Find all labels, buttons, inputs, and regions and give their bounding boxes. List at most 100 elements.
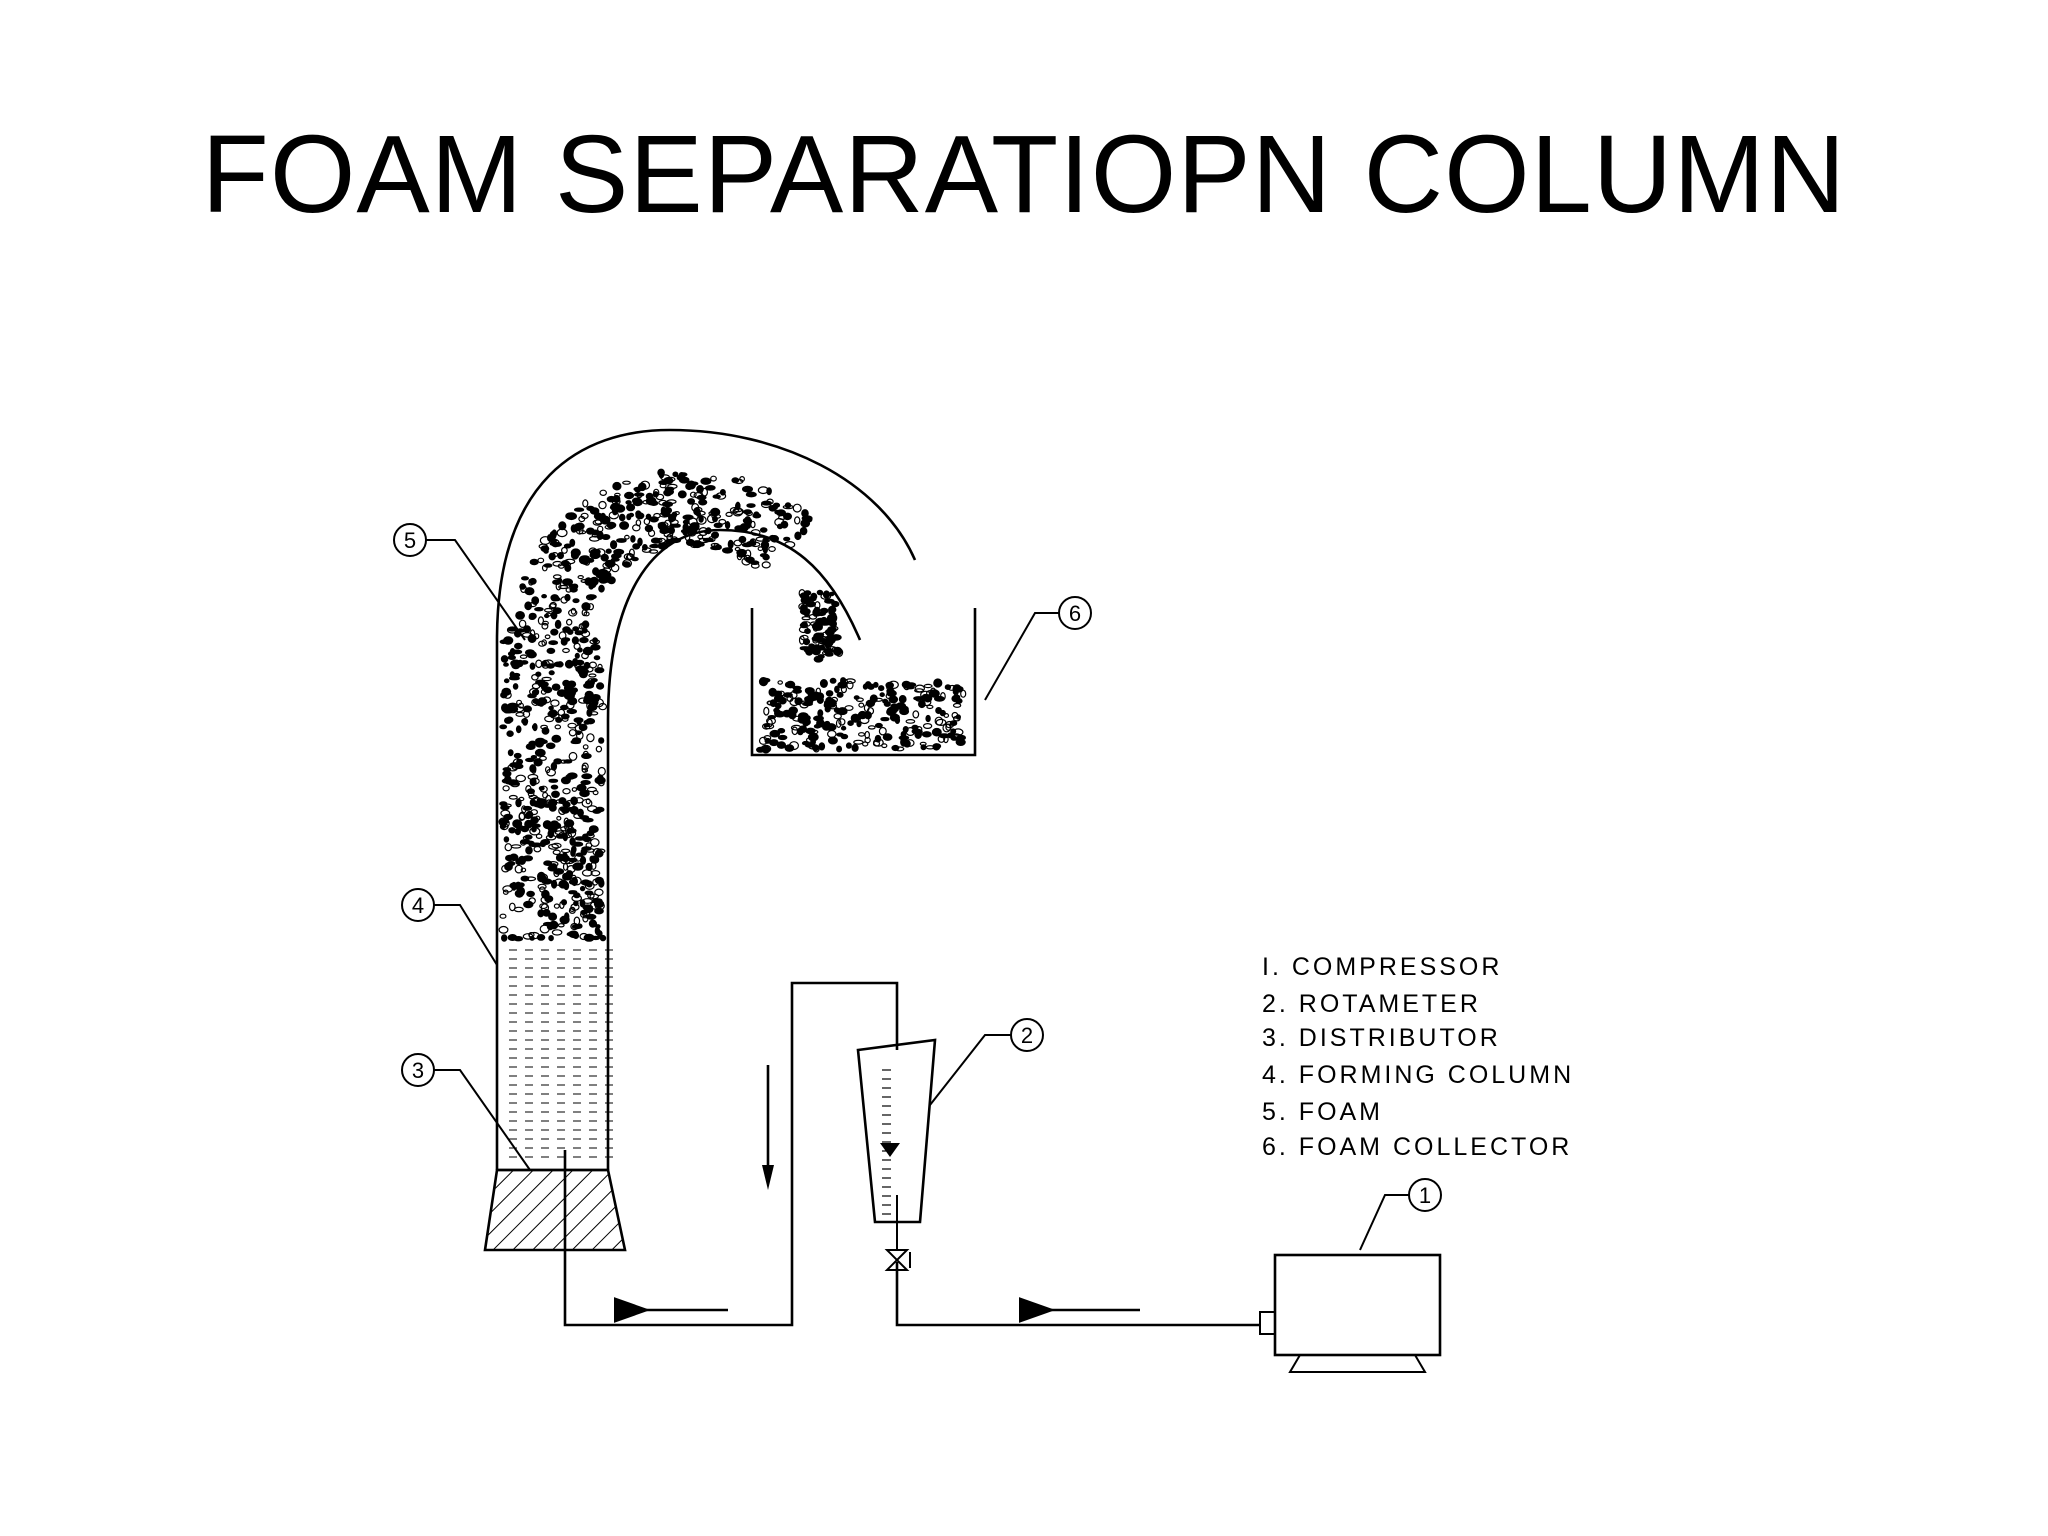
foam-bubble <box>531 596 540 605</box>
foam-bubble <box>769 699 778 707</box>
foam-bubble <box>586 786 597 793</box>
foam-bubble <box>500 804 510 811</box>
foam-bubble <box>750 562 760 569</box>
foam-bubble <box>792 685 802 691</box>
foam-bubble <box>607 576 616 585</box>
foam-bubble <box>955 714 962 720</box>
foam-bubble <box>582 646 594 656</box>
foam-bubble <box>705 485 716 491</box>
foam-bubble <box>858 702 865 708</box>
foam-bubble <box>767 714 777 720</box>
foam-bubble <box>856 720 862 728</box>
callout-5: 5 <box>393 523 526 641</box>
foam-bubble <box>597 663 603 671</box>
callout-6-label: 6 <box>1069 601 1081 626</box>
foam-bubble <box>534 748 546 757</box>
foam-bubble <box>878 685 885 692</box>
foam-bubble <box>562 647 570 654</box>
foam-bubble <box>532 722 538 732</box>
foam-bubble <box>598 702 608 711</box>
foam-bubble <box>759 527 768 533</box>
foam-bubble <box>817 709 824 717</box>
foam-bubble <box>598 584 605 593</box>
foam-bubble <box>800 634 809 641</box>
foam-bubble <box>724 520 731 530</box>
callout-2-label: 2 <box>1021 1023 1033 1048</box>
foam-bubble <box>914 688 925 693</box>
foam-bubble <box>811 744 820 752</box>
foam-bubble <box>840 725 847 731</box>
foam-bubble <box>590 870 601 877</box>
foam-bubble <box>915 696 927 702</box>
callout-2: 2 <box>929 1018 1044 1106</box>
foam-bubble <box>501 934 508 942</box>
foam-bubble <box>552 849 561 856</box>
foam-bubble <box>514 827 522 836</box>
foam-bubble <box>520 839 531 845</box>
foam-bubble <box>598 500 607 510</box>
foam-bubble <box>685 482 694 491</box>
foam-bubble <box>558 584 569 590</box>
foam-bubble <box>588 825 599 834</box>
foam-bubble <box>921 731 932 738</box>
foam-bubble <box>568 729 577 737</box>
foam-bubble <box>544 634 551 640</box>
foam-bubble <box>880 716 890 722</box>
foam-bubble <box>822 590 831 599</box>
foam-bubble <box>499 913 507 919</box>
foam-bubble <box>808 613 818 620</box>
foam-bubble <box>940 691 946 701</box>
foam-bubble <box>560 596 569 604</box>
foam-bubble <box>502 705 511 714</box>
foam-bubble <box>511 649 523 655</box>
foam-bubble <box>585 842 593 849</box>
foam-bubble <box>602 562 612 569</box>
foam-bubble <box>548 640 559 646</box>
foam-bubble <box>818 641 824 648</box>
foam-bubble <box>867 725 876 730</box>
foam-bubble <box>549 713 560 719</box>
legend-item-1: I. COMPRESSOR <box>1262 953 1502 981</box>
foam-bubble <box>801 740 810 746</box>
foam-bubble <box>575 665 587 673</box>
foam-bubble <box>952 685 964 693</box>
foam-bubble <box>553 758 563 765</box>
callout-3-label: 3 <box>412 1058 424 1083</box>
foam-bubble <box>524 587 535 596</box>
foam-bubble <box>594 667 605 674</box>
foam-bubble <box>618 513 626 522</box>
foam-bubble <box>556 815 562 821</box>
foam-bubble <box>632 543 641 550</box>
foam-bubble <box>769 729 781 738</box>
foam-bubble <box>580 779 591 785</box>
foam-bubble <box>504 843 513 852</box>
foam-bubble <box>731 477 740 484</box>
foam-bubble <box>518 619 527 629</box>
foam-bubble <box>502 785 510 792</box>
foam-bubble <box>766 487 772 496</box>
foam-bubble <box>564 819 575 828</box>
foam-bubble <box>550 594 560 602</box>
foam-bubble <box>556 528 568 538</box>
foam-bubble <box>573 812 583 819</box>
foam-bubble <box>519 654 528 660</box>
foam-bubble <box>666 534 672 542</box>
foam-bubble <box>533 845 542 853</box>
foam-bubble <box>514 881 522 891</box>
foam-bubble <box>743 554 752 562</box>
foam-bubble <box>602 571 612 580</box>
foam-bubble <box>540 903 550 912</box>
foam-bubble <box>832 646 843 656</box>
foam-particles <box>498 468 967 942</box>
foam-bubble <box>548 934 554 942</box>
foam-bubble <box>610 557 620 562</box>
foam-bubble <box>554 619 562 630</box>
foam-bubble <box>799 622 809 629</box>
foam-bubble <box>569 538 576 547</box>
foam-bubble <box>624 534 630 540</box>
foam-bubble <box>622 480 631 485</box>
foam-bubble <box>546 647 556 655</box>
foam-bubble <box>920 744 927 751</box>
foam-bubble <box>561 900 567 905</box>
foam-bubble <box>831 600 840 608</box>
